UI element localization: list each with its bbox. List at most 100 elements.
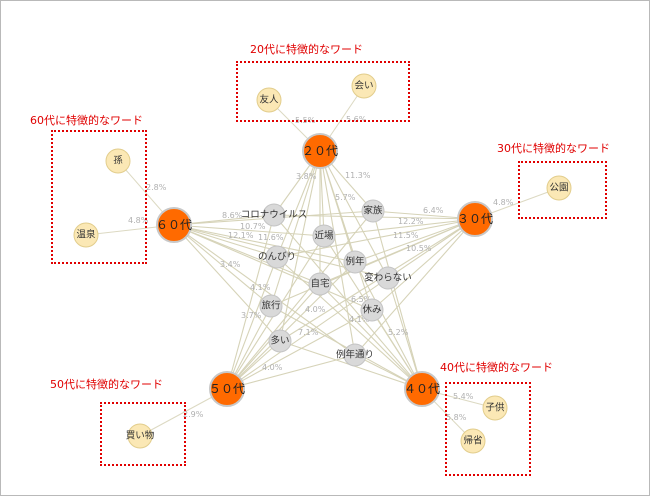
word-node-common[interactable]: 多い [268, 329, 292, 353]
word-node-label: 近場 [314, 230, 334, 242]
edge-percent-label: 5.4% [453, 392, 474, 401]
word-node-label: 多い [270, 335, 289, 347]
edge-percent-label: 7.1% [298, 328, 319, 337]
edge-a40-common-6 [319, 283, 423, 390]
edge-a50-common-2 [226, 210, 374, 390]
edge-percent-label: 10.7% [240, 222, 266, 231]
edge-percent-label: 5.8% [446, 413, 467, 422]
group-title-g20: 20代に特徴的なワード [250, 43, 363, 56]
age-node-label: ４０代 [404, 382, 440, 396]
age-node-a50[interactable]: ５０代 [209, 371, 245, 407]
edge-a50-common-3 [226, 256, 278, 390]
group-box-g40 [445, 382, 531, 476]
age-node-label: ５０代 [209, 382, 245, 396]
word-node-label: 自宅 [310, 278, 329, 290]
special-node-circle [460, 428, 486, 454]
edge-percent-label: 4.8% [493, 198, 514, 207]
edge-a50-common-4 [226, 261, 356, 390]
special-node-label: 会い [354, 80, 373, 92]
special-node-circle [351, 73, 377, 99]
edge-a40-common-0 [273, 214, 423, 390]
edge-a60-common-9 [173, 224, 281, 342]
word-node-common[interactable]: のんびり [258, 245, 296, 269]
special-node-circle [105, 148, 131, 174]
group-title-g60: 60代に特徴的なワード [30, 114, 143, 127]
word-node-common[interactable]: 家族 [361, 199, 385, 223]
edge-a60-common-4 [173, 224, 356, 263]
word-node-circle [376, 266, 400, 290]
word-node-circle [265, 245, 289, 269]
age-node-label: ２０代 [302, 144, 338, 158]
special-node-label: 買い物 [126, 430, 155, 442]
edge-a30-common-10 [354, 218, 476, 356]
edge-percent-label: 5.7% [335, 193, 356, 202]
edge-a30-common-4 [354, 218, 476, 263]
edge-percent-label: 12.1% [228, 231, 254, 240]
edge-a60-common-6 [173, 224, 321, 285]
edge-percent-label: 4.8% [128, 216, 149, 225]
age-node-a40[interactable]: ４０代 [404, 371, 440, 407]
word-node-s-yujin[interactable]: 友人 [256, 87, 282, 113]
edge-a50-common-8 [226, 309, 373, 390]
word-node-common[interactable]: 自宅 [308, 272, 332, 296]
special-node-label: 帰省 [463, 435, 482, 447]
special-node-label: 公園 [549, 183, 568, 194]
edge-percent-label: 6.4% [423, 206, 444, 215]
edge-a20-common-7 [270, 150, 321, 307]
edge-a50-common-10 [226, 354, 356, 390]
edge-percent-label: 6.5% [351, 295, 372, 304]
special-node-label: 子供 [485, 402, 505, 414]
group-box-g20 [236, 61, 410, 122]
edge-percent-label: 4.1% [250, 283, 271, 292]
edge-a60-common-10 [173, 224, 356, 356]
age-node-a60[interactable]: ６０代 [156, 207, 192, 243]
age-node-label: ６０代 [156, 218, 192, 232]
edge-percent-label: 3.7% [241, 311, 262, 320]
edge-a30-common-7 [270, 218, 476, 307]
age-node-circle [209, 371, 245, 407]
age-node-circle [302, 133, 338, 169]
word-node-common[interactable]: 旅行 [259, 294, 283, 318]
word-node-label: 例年 [345, 256, 365, 268]
word-node-label: コロナウイルス [241, 210, 308, 221]
word-node-common[interactable]: 近場 [312, 224, 336, 248]
group-title-g30: 30代に特徴的なワード [497, 142, 610, 155]
word-node-label: 旅行 [261, 300, 281, 312]
edge-a30-common-8 [371, 218, 476, 311]
word-node-circle [361, 199, 385, 223]
word-node-s-ai[interactable]: 会い [351, 73, 377, 99]
word-node-s-koen[interactable]: 公園 [546, 175, 572, 201]
special-node-circle [127, 423, 153, 449]
word-node-s-kodomo[interactable]: 子供 [482, 395, 508, 421]
edge-percent-label: 3.8% [296, 172, 317, 181]
word-node-label: 家族 [363, 205, 383, 217]
edge-percent-label: 11.5% [393, 231, 419, 240]
word-node-circle [312, 224, 336, 248]
word-node-common[interactable]: 休み [360, 298, 384, 322]
edge-percent-label: 12.2% [398, 217, 424, 226]
age-node-a20[interactable]: ２０代 [302, 133, 338, 169]
word-node-common[interactable]: 例年 [343, 250, 367, 274]
edge-a50-common-5 [226, 277, 389, 390]
group-title-g40: 40代に特徴的なワード [440, 361, 553, 374]
word-node-common[interactable]: コロナウイルス [241, 203, 308, 227]
word-node-common[interactable]: 例年通り [336, 343, 374, 367]
word-node-common[interactable]: 変わらない [364, 266, 412, 290]
edge-a30-common-3 [276, 218, 476, 258]
word-node-s-onsen[interactable]: 温泉 [73, 222, 99, 248]
word-node-circle [343, 343, 367, 367]
word-node-circle [360, 298, 384, 322]
edge-a40-common-2 [372, 210, 423, 390]
age-node-a30[interactable]: ３０代 [457, 201, 493, 237]
edge-percent-label: 10.5% [406, 244, 432, 253]
word-node-circle [259, 294, 283, 318]
word-node-s-kisei[interactable]: 帰省 [460, 428, 486, 454]
word-node-s-kaimono[interactable]: 買い物 [126, 423, 155, 449]
word-node-label: 例年通り [336, 349, 374, 361]
edge-a20-common-10 [319, 150, 356, 356]
edge-percent-label: 5.6% [346, 115, 367, 124]
word-node-s-mago[interactable]: 孫 [105, 148, 131, 174]
special-node-circle [73, 222, 99, 248]
